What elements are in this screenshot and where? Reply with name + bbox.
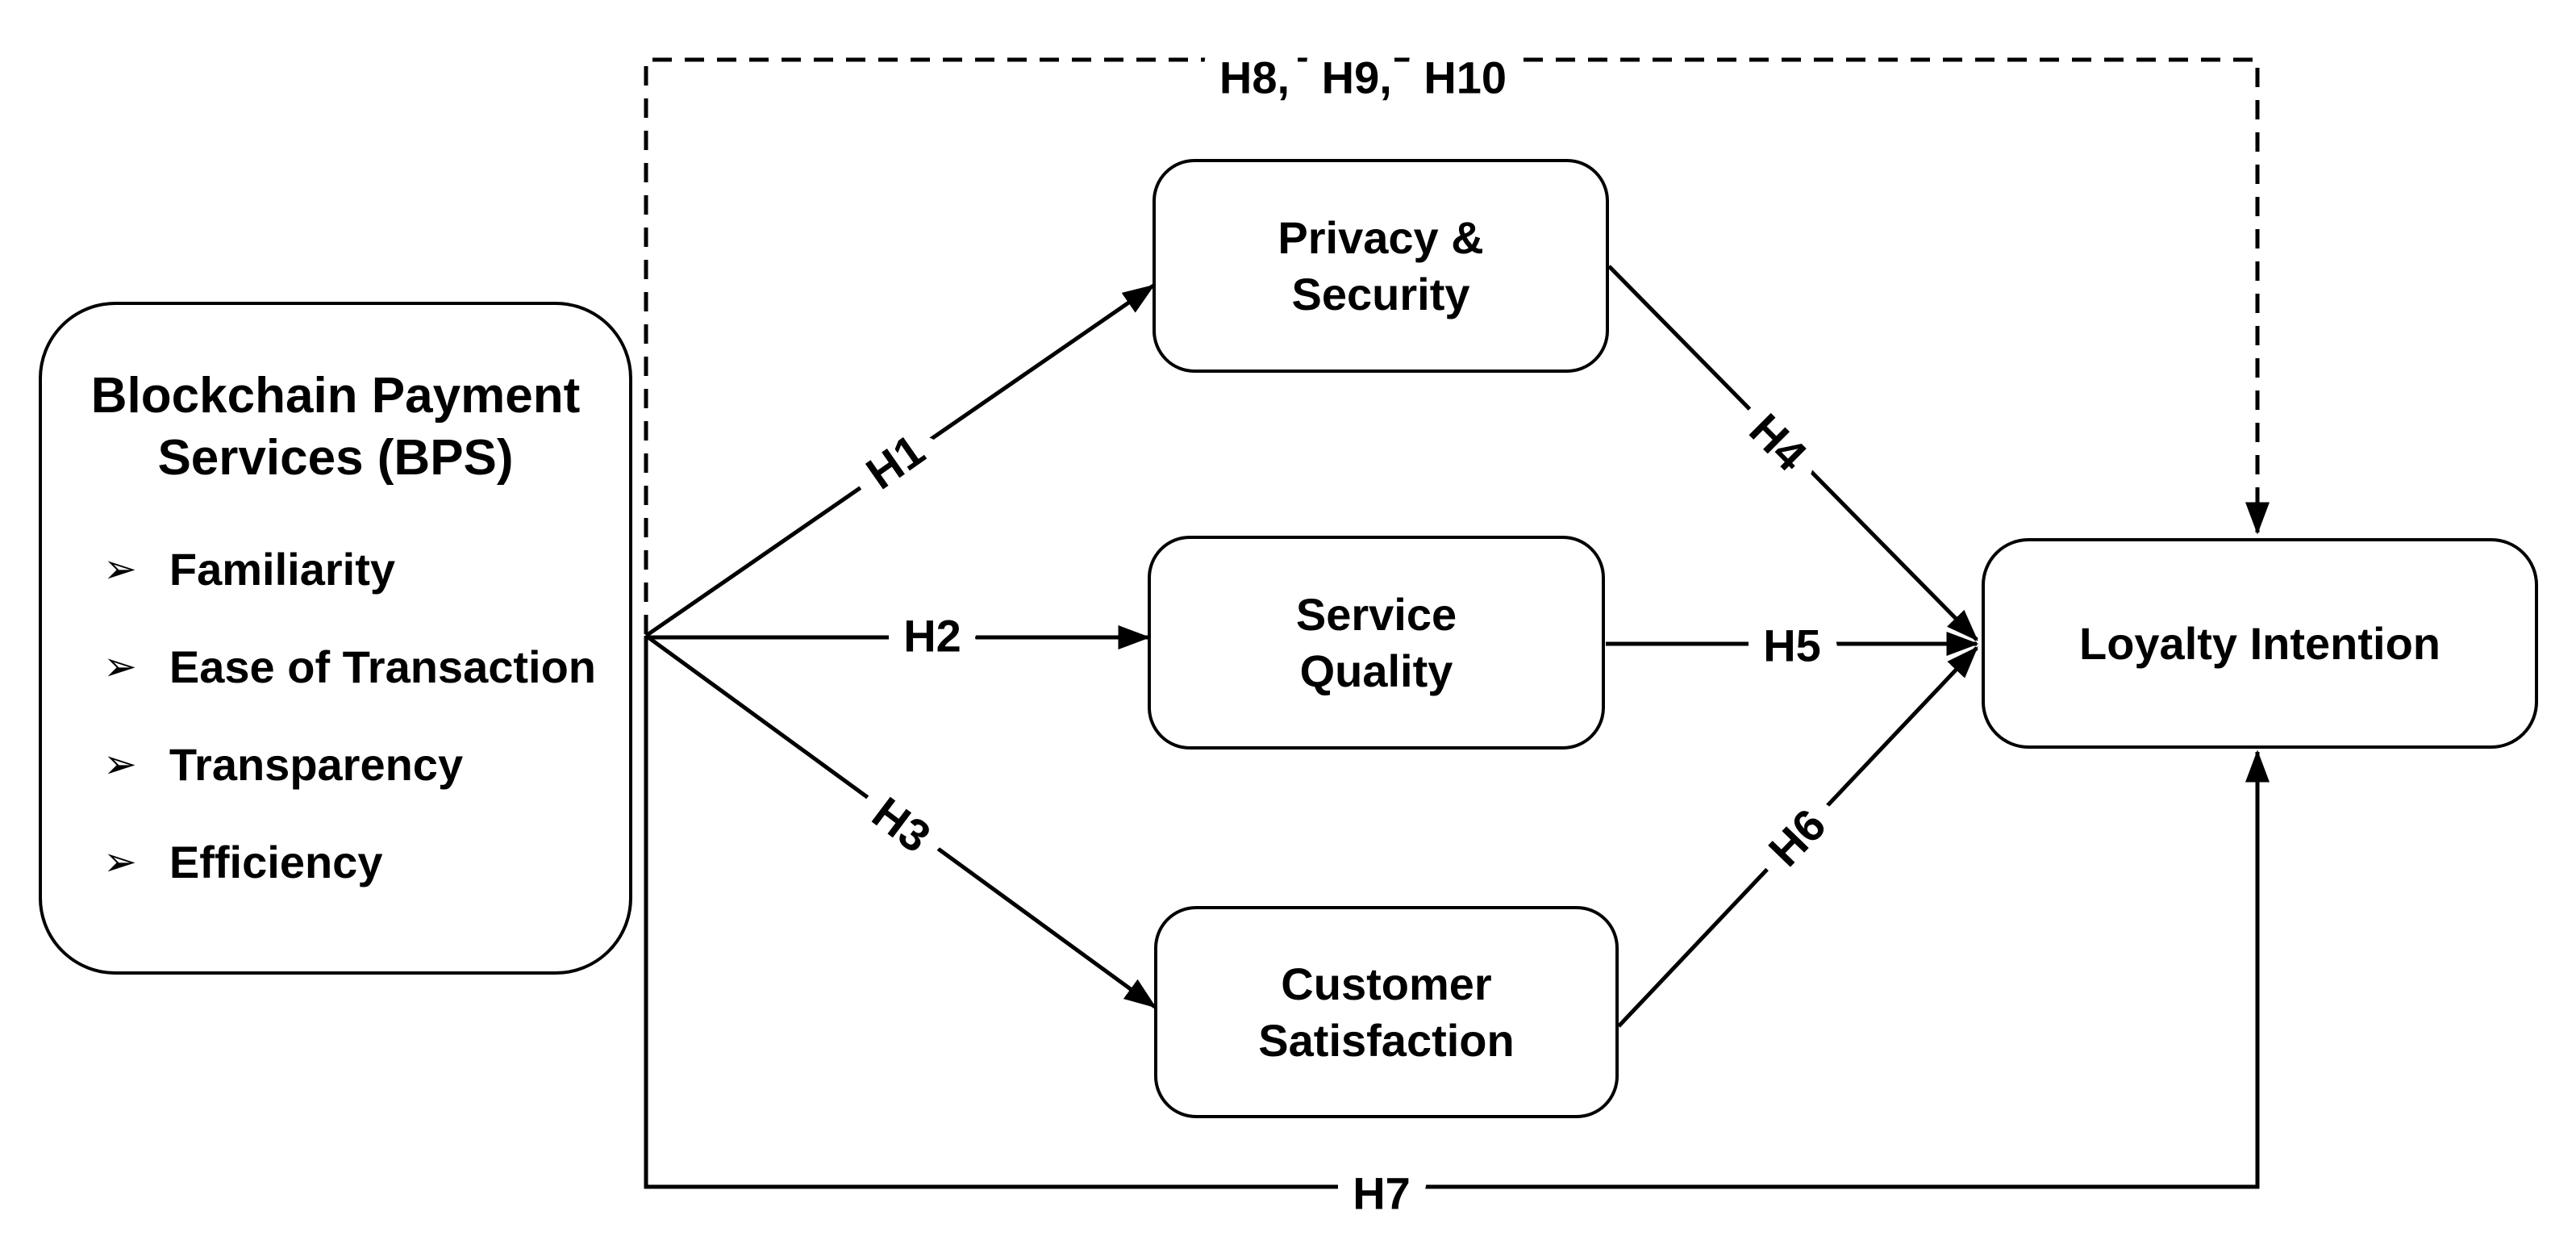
node-label: Privacy & Security (1278, 210, 1483, 323)
list-item-efficiency: ➢ Efficiency (103, 834, 613, 889)
node-label: Customer Satisfaction (1258, 956, 1514, 1069)
node-customer-satisfaction: Customer Satisfaction (1154, 906, 1619, 1118)
node-label-line1: Privacy & (1278, 211, 1484, 263)
bps-title: Blockchain Payment Services (BPS) (58, 365, 613, 489)
node-label-line2: Security (1291, 268, 1470, 319)
node-label-line1: Service (1295, 588, 1457, 640)
bps-title-line1: Blockchain Payment (90, 368, 581, 424)
list-item-label: Familiarity (169, 543, 396, 595)
node-label-line2: Satisfaction (1258, 1014, 1515, 1066)
list-item-ease-of-transaction: ➢ Ease of Transaction (103, 639, 613, 694)
list-item-label: Ease of Transaction (169, 641, 596, 692)
h3-arrow (644, 633, 1157, 1009)
h6-label: H6 (1759, 799, 1836, 875)
node-loyalty-intention: Loyalty Intention (1982, 538, 2538, 749)
arrow-bullet-icon: ➢ (103, 839, 137, 884)
list-item-transparency: ➢ Transparency (103, 737, 613, 791)
h6-arrow (1617, 646, 1978, 1028)
arrow-bullet-icon: ➢ (103, 741, 137, 787)
node-label: Service Quality (1296, 587, 1457, 699)
h8-h9-h10-label: H8, H9, H10 (1219, 52, 1507, 103)
bps-title-line2: Services (BPS) (157, 430, 514, 486)
node-privacy-security: Privacy & Security (1153, 159, 1609, 373)
h1-arrow (644, 283, 1156, 638)
h1-label: H1 (857, 424, 934, 499)
arrow-bullet-icon: ➢ (103, 546, 137, 591)
h3-label: H3 (863, 787, 940, 862)
arrow-bullet-icon: ➢ (103, 644, 137, 689)
node-blockchain-payment-services: Blockchain Payment Services (BPS) ➢ Fami… (39, 302, 632, 975)
h5-label: H5 (1763, 620, 1821, 671)
list-item-familiarity: ➢ Familiarity (103, 541, 613, 596)
node-label: Loyalty Intention (2079, 617, 2441, 669)
node-service-quality: Service Quality (1148, 536, 1605, 750)
node-label-line1: Customer (1281, 958, 1492, 1009)
node-label-line2: Quality (1299, 645, 1453, 696)
bps-attribute-list: ➢ Familiarity ➢ Ease of Transaction ➢ Tr… (58, 541, 613, 932)
h4-arrow (1607, 265, 1978, 641)
h2-label: H2 (903, 611, 961, 662)
list-item-label: Transparency (169, 738, 464, 790)
h7-label: H7 (1353, 1168, 1411, 1219)
h4-label: H4 (1740, 403, 1816, 480)
list-item-label: Efficiency (169, 836, 383, 887)
